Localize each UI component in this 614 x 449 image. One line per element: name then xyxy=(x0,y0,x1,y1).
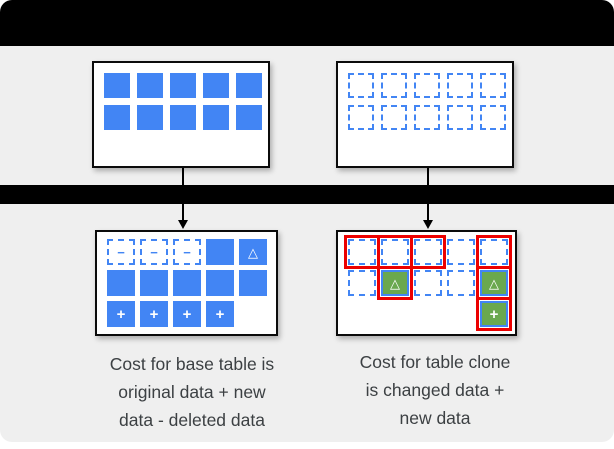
dashed-cell xyxy=(480,105,506,130)
down-arrowhead-icon xyxy=(178,220,188,229)
clone-cost-grid: △ △ + xyxy=(338,232,515,334)
base-table-original-grid xyxy=(94,63,268,140)
red-dashed-cell xyxy=(377,235,413,269)
solid-cell xyxy=(170,105,196,130)
red-dashed-cell xyxy=(476,235,512,269)
red-green-triangle-cell: △ xyxy=(377,266,413,300)
clone-shared-storage-grid xyxy=(338,63,512,140)
dashed-cell xyxy=(381,73,407,98)
dashed-cell xyxy=(447,105,473,130)
plus-icon: + xyxy=(489,305,499,323)
plus-cell: + xyxy=(173,301,201,327)
dashed-cell xyxy=(348,73,374,98)
red-green-plus-cell: + xyxy=(476,297,512,331)
clone-shared-storage-box xyxy=(336,61,514,168)
solid-cell xyxy=(137,73,163,98)
dashed-cell xyxy=(414,105,440,130)
minus-cell: − xyxy=(107,239,135,265)
down-arrowhead-icon xyxy=(423,220,433,229)
base-table-cost-box: − − − △ + + + + xyxy=(95,230,278,336)
minus-cell: − xyxy=(173,239,201,265)
solid-cell xyxy=(140,270,168,296)
top-rounded-bar xyxy=(0,0,614,46)
caption-line: Cost for base table is xyxy=(109,354,275,374)
triangle-icon: △ xyxy=(248,244,258,260)
triangle-icon: △ xyxy=(489,275,499,291)
solid-cell xyxy=(236,73,262,98)
red-green-triangle-cell: △ xyxy=(476,266,512,300)
triangle-icon: △ xyxy=(390,275,400,291)
solid-cell xyxy=(203,73,229,98)
divider-bar xyxy=(0,185,614,204)
clone-cost-caption: Cost for table clone is changed data + n… xyxy=(315,348,555,432)
dashed-cell xyxy=(348,105,374,130)
minus-icon: − xyxy=(150,244,158,260)
caption-line: Cost for table clone xyxy=(359,352,511,372)
caption-line: is changed data + xyxy=(365,380,505,400)
solid-cell xyxy=(239,270,267,296)
solid-cell xyxy=(236,105,262,130)
minus-cell: − xyxy=(140,239,168,265)
caption-line: new data xyxy=(399,408,471,428)
dashed-cell xyxy=(414,73,440,98)
red-dashed-cell xyxy=(344,235,380,269)
solid-cell xyxy=(203,105,229,130)
solid-triangle-cell: △ xyxy=(239,239,267,265)
base-table-original-box xyxy=(92,61,270,168)
down-arrow-right xyxy=(423,168,433,229)
solid-cell xyxy=(104,105,130,130)
solid-cell xyxy=(206,239,234,265)
solid-cell xyxy=(104,73,130,98)
plus-cell: + xyxy=(206,301,234,327)
plus-cell: + xyxy=(107,301,135,327)
dashed-cell xyxy=(480,73,506,98)
dashed-cell xyxy=(447,73,473,98)
base-table-cost-grid: − − − △ + + + + xyxy=(97,232,276,334)
dashed-cell xyxy=(447,239,475,265)
minus-icon: − xyxy=(117,244,125,260)
base-table-cost-caption: Cost for base table is original data + n… xyxy=(72,350,312,434)
plus-icon: + xyxy=(149,305,159,323)
caption-line: original data + new xyxy=(118,382,266,402)
plus-cell: + xyxy=(140,301,168,327)
clone-cost-box: △ △ + xyxy=(336,230,517,336)
dashed-cell xyxy=(348,270,376,296)
plus-icon: + xyxy=(182,305,192,323)
solid-cell xyxy=(206,270,234,296)
down-arrow-left xyxy=(178,168,188,229)
caption-line: data - deleted data xyxy=(119,410,265,430)
plus-icon: + xyxy=(215,305,225,323)
solid-cell xyxy=(137,105,163,130)
dashed-cell xyxy=(447,270,475,296)
plus-icon: + xyxy=(116,305,126,323)
dashed-cell xyxy=(414,270,442,296)
dashed-cell xyxy=(381,105,407,130)
red-dashed-cell xyxy=(410,235,446,269)
minus-icon: − xyxy=(183,244,191,260)
solid-cell xyxy=(170,73,196,98)
solid-cell xyxy=(173,270,201,296)
solid-cell xyxy=(107,270,135,296)
